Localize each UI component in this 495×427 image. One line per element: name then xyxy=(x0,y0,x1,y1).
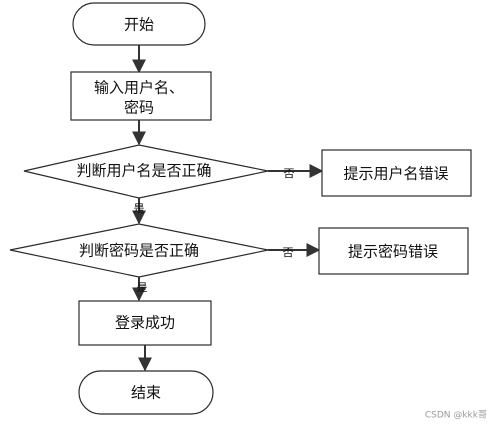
check-password-label: 判断密码是否正确 xyxy=(79,242,199,260)
password-error-label: 提示密码错误 xyxy=(348,243,438,261)
password-error-node: 提示密码错误 xyxy=(318,227,469,275)
input-label-line2: 密码 xyxy=(124,99,154,117)
input-node: 输入用户名、 密码 xyxy=(70,71,212,121)
username-error-node: 提示用户名错误 xyxy=(321,149,472,197)
edge-check2-no-label: 否 xyxy=(283,246,294,259)
start-label: 开始 xyxy=(124,16,154,34)
username-error-label: 提示用户名错误 xyxy=(343,165,448,183)
edge-check1-no-label: 否 xyxy=(284,167,295,180)
start-node: 开始 xyxy=(72,2,206,46)
login-success-node: 登录成功 xyxy=(78,300,212,346)
check-password-node: 判断密码是否正确 xyxy=(9,223,269,278)
login-success-label: 登录成功 xyxy=(115,314,175,332)
end-label: 结束 xyxy=(131,384,161,402)
input-label-line1: 输入用户名、 xyxy=(94,79,184,97)
edge-check1-yes-label: 是 xyxy=(134,202,145,215)
end-node: 结束 xyxy=(78,370,214,415)
check-username-password-label: 判断用户名是否正确 xyxy=(76,162,211,180)
watermark-text: CSDN @kkk哥 xyxy=(425,410,487,421)
check-username-password-node: 判断用户名是否正确 xyxy=(23,144,269,199)
edge-check2-yes-label: 是 xyxy=(137,281,148,294)
